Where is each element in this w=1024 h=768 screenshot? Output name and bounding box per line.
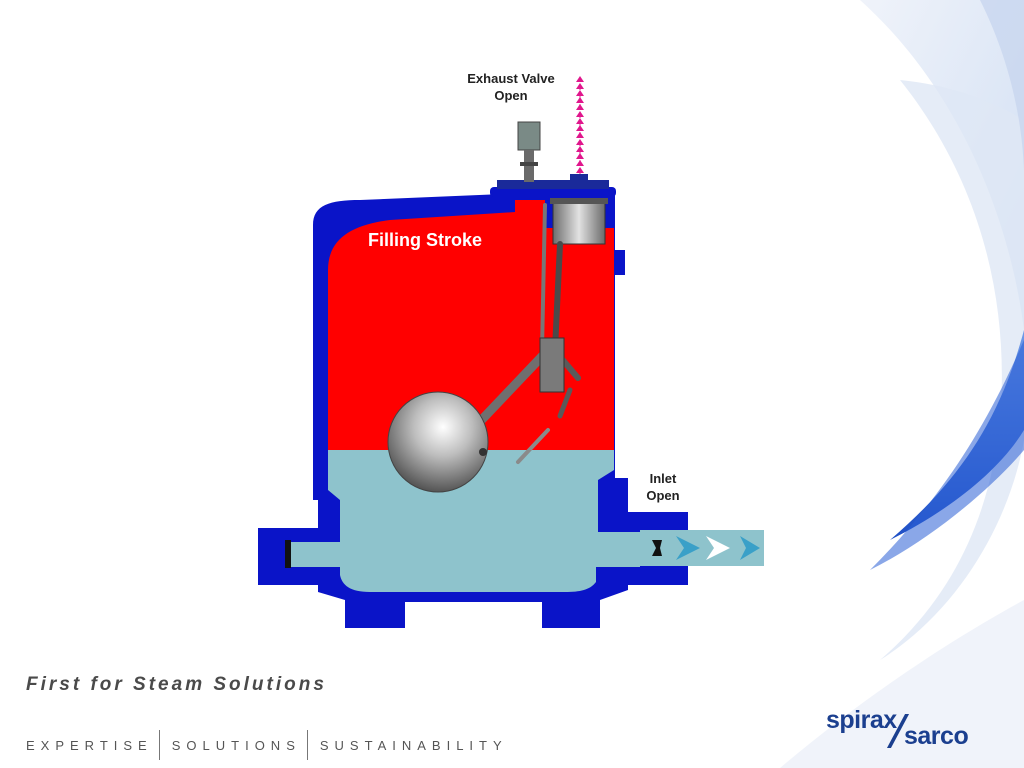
value-divider [306, 730, 308, 760]
top-cover [490, 174, 616, 197]
value-solutions: SOLUTIONS [171, 737, 301, 753]
condensate-water [288, 450, 640, 592]
inlet-label-line2: Open [646, 488, 680, 503]
value-sustainability: SUSTAINABILITY [319, 737, 508, 753]
exhaust-arrow-mark [576, 132, 584, 138]
logo-word-sarco: sarco [904, 722, 969, 750]
exhaust-arrow-mark [576, 76, 584, 82]
inlet-arrow-icon [652, 536, 760, 560]
spirax-sarco-logo: spirax sarco [826, 706, 1006, 754]
linkage-block [539, 337, 565, 393]
float-ball-icon [387, 391, 489, 493]
exhaust-arrow-mark [576, 160, 584, 166]
inlet-label-line1: Inlet [649, 471, 677, 486]
value-divider [158, 730, 160, 760]
exhaust-label-line1: Exhaust Valve [467, 71, 555, 86]
tagline: First for Steam Solutions [26, 674, 327, 695]
exhaust-arrow-icon [576, 76, 584, 175]
mechanism-cylinder [550, 198, 608, 245]
actuator-icon [517, 121, 541, 182]
value-expertise: EXPERTISE [26, 737, 153, 753]
logo-word-spirax: spirax [826, 706, 897, 734]
inlet-pipe [640, 530, 764, 566]
inlet-label: Inlet Open [632, 470, 694, 504]
outlet-check-valve [285, 540, 291, 568]
filling-stroke-label: Filling Stroke [368, 230, 483, 250]
values-strip: EXPERTISE SOLUTIONS SUSTAINABILITY [26, 730, 508, 760]
exhaust-label-line2: Open [494, 88, 528, 103]
exhaust-arrow-mark [576, 104, 584, 110]
exhaust-valve-label: Exhaust Valve Open [452, 70, 570, 104]
